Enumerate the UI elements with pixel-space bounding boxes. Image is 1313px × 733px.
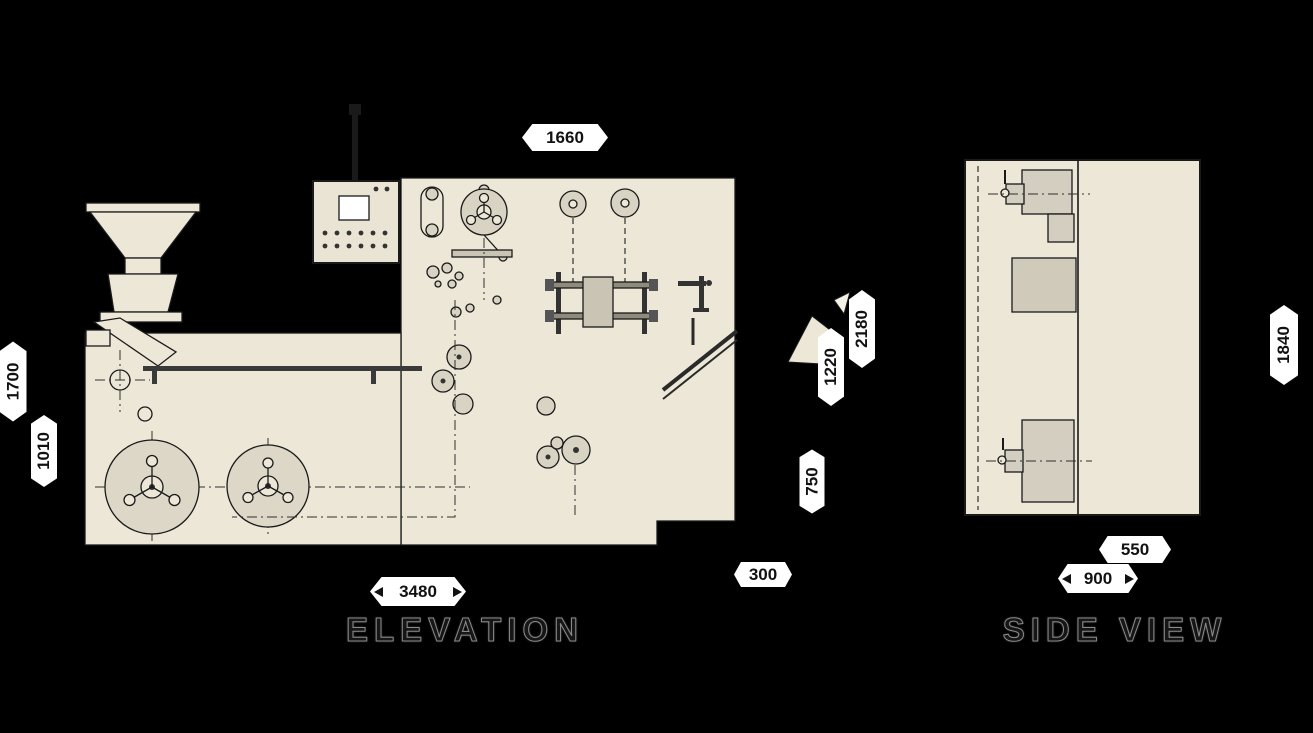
dimension-badge-900: 900 [1058,564,1138,593]
side-bottom-assembly [986,419,1092,503]
panel-buttons [322,186,390,249]
dimension-value: 750 [802,467,821,496]
dimension-badge-1010: 1010 [31,415,57,487]
hopper [85,202,201,367]
dimension-value: 550 [1120,539,1150,559]
discharge-rails [661,318,739,400]
work-table [143,366,422,384]
side-view-label: SIDE VIEW [1002,611,1228,649]
panel-screen [338,195,370,221]
top-rollers [559,188,640,282]
dimension-badge-2180: 2180 [849,290,875,368]
side-body [964,159,1201,516]
side-mid-box [1011,257,1077,313]
dimension-badge-3480: 3480 [370,577,466,606]
control-panel [312,104,400,264]
dimension-badge-1660: 1660 [522,124,608,151]
dimension-value: 1840 [1274,326,1293,364]
dimension-badge-1700: 1700 [0,342,27,422]
side-view [964,159,1201,516]
dimension-value: 1010 [34,432,53,470]
dimension-badge-300: 300 [734,562,792,587]
film-path [232,238,576,518]
dimension-value: 2180 [852,310,871,348]
belt-drive [420,186,444,238]
elevation-view [84,104,739,546]
dimension-value: 900 [1083,568,1113,588]
dimension-value: 300 [748,564,778,584]
dimension-value: 1660 [546,127,584,147]
guide-rollers [431,344,591,469]
elevation-view-label: ELEVATION [346,611,584,649]
dimension-badge-550: 550 [1099,536,1171,563]
dimension-badge-1220: 1220 [818,328,844,406]
side-top-assembly [988,169,1090,243]
sealing-station [545,272,658,334]
dimension-badge-1840: 1840 [1270,305,1298,385]
dimension-value: 1700 [3,362,22,401]
dimension-value: 1220 [821,348,840,386]
dimension-value: 3480 [399,581,437,601]
clamp-fixture [678,276,712,312]
film-reel-right [226,438,310,534]
gauge-cluster [426,262,502,318]
centerline-marks [95,350,153,422]
feed-wheel [451,184,513,262]
dimension-badge-750: 750 [800,450,825,514]
